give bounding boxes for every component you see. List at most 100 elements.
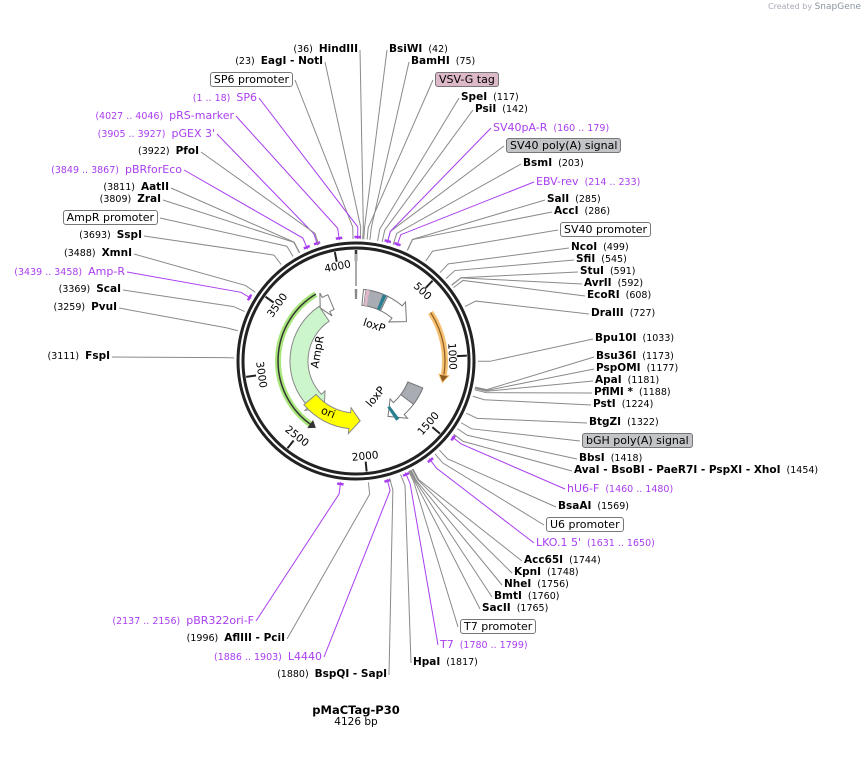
enzyme-site-eagi[interactable]: (23)EagI - NotI [229,55,323,68]
enzyme-site-spei[interactable]: SpeI(117) [461,91,525,104]
enzyme-site-avrii[interactable]: AvrII(592) [584,277,649,290]
feature-u6[interactable]: U6 promoter [546,517,624,532]
label-location: (3439 .. 3458) [14,267,83,278]
primer-pbr322orif[interactable]: (2137 .. 2156)pBR322ori-F [106,614,254,628]
tick-label: 1500 [415,410,442,438]
enzyme-site-ecori[interactable]: EcoRI(608) [587,289,657,302]
primer-ampr[interactable]: (3439 .. 3458) Amp-R [8,265,125,279]
feature-vsvg[interactable]: VSV-G tag [435,72,499,87]
feature-bgh[interactable]: bGH poly(A) signal [582,433,693,448]
loxp-bottom-segment [400,381,424,406]
enzyme-site-avai[interactable]: AvaI - BsoBI - PaeR7I - PspXI - XhoI(145… [574,464,824,477]
label-location: (3111) [47,351,80,362]
enzyme-site-afliii[interactable]: (1996)AflIII - PciI [181,632,285,645]
label-name: SalI [547,193,570,205]
primer-l4440[interactable]: (1886 .. 1903)L4440 [208,650,322,664]
enzyme-site-bsiwi[interactable]: BsiWI(42) [389,43,454,56]
enzyme-site-xmni[interactable]: (3488)XmnI [58,247,132,260]
enzyme-site-btgzi[interactable]: BtgZI(1322) [589,416,665,429]
label-location: (727) [629,308,656,319]
enzyme-site-pflmi[interactable]: PflMI *(1188) [594,386,677,399]
primer-ebvrev[interactable]: EBV-rev(214 .. 233) [536,175,646,189]
enzyme-site-stui[interactable]: StuI(591) [580,265,642,278]
ring-inner-line [241,246,471,476]
tick-mark [424,279,434,289]
primer-pgex[interactable]: (3905 .. 3927)pGEX 3' [92,127,215,141]
label-name: HpaI [413,656,441,668]
label-name: ScaI [96,283,121,295]
enzyme-site-apai[interactable]: ApaI(1181) [595,374,665,387]
primer-hu6f[interactable]: hU6-F(1460 .. 1480) [567,482,679,496]
primer-lko1[interactable]: LKO.1 5'(1631 .. 1650) [536,536,661,550]
enzyme-site-ncoi[interactable]: NcoI(499) [571,241,635,254]
feature-sp6[interactable]: SP6 promoter [209,72,293,87]
label-name: pRS-marker [169,109,234,122]
feature-t7[interactable]: T7 promoter [460,619,537,634]
label-name: SV40 poly(A) signal [506,138,622,153]
label-location: (499) [603,242,629,253]
primer-sv40par[interactable]: SV40pA-R(160 .. 179) [493,121,615,135]
enzyme-site-acci[interactable]: AccI(286) [554,205,616,218]
leader-line [453,433,573,472]
loxp-bottom-band [387,405,400,421]
primer-site-mark [313,241,321,246]
enzyme-site-bpu10i[interactable]: Bpu10I(1033) [595,332,680,345]
enzyme-site-bsmi[interactable]: BsmI(203) [523,157,590,170]
label-location: (3922) [138,146,170,157]
enzyme-site-scai[interactable]: (3369)ScaI [53,283,121,296]
label-location: (3905 .. 3927) [97,129,166,140]
ampr-label: AmpR [308,334,327,369]
enzyme-site-bsu36i[interactable]: Bsu36I(1173) [596,350,680,363]
enzyme-site-kpni[interactable]: KpnI(1748) [514,566,585,579]
label-name: PspOMI [596,362,641,374]
leader-line [451,271,579,286]
leader-line [388,478,394,676]
enzyme-site-psii[interactable]: PsiI(142) [475,103,534,116]
feature-sv40[interactable]: SV40 promoter [560,222,652,237]
label-name: BtgZI [589,416,622,428]
enzyme-site-bamhi[interactable]: BamHI(75) [411,55,481,68]
enzyme-site-bbsi[interactable]: BbsI(1418) [579,452,648,465]
enzyme-site-draiii[interactable]: DraIII(727) [591,307,661,320]
label-location: (1033) [642,333,675,344]
primer-prsmarker[interactable]: (4027 .. 4046)pRS-marker [89,109,234,123]
leader-line [457,428,578,460]
leader-line [386,127,492,244]
enzyme-site-nhei[interactable]: NheI(1756) [504,578,575,591]
leader-line [408,470,459,628]
loxp-top-band [376,294,387,311]
enzyme-site-fspi[interactable]: (3111)FspI [42,350,110,363]
primer-pbrforeco[interactable]: (3849 .. 3867)pBRforEco [45,163,182,177]
enzyme-site-hindiii[interactable]: (36)HindIII [287,43,358,56]
enzyme-site-zrai[interactable]: (3809)ZraI [94,193,161,206]
enzyme-site-pvui[interactable]: (3259)PvuI [47,301,117,314]
enzyme-site-sacii[interactable]: SacII(1765) [482,602,554,615]
primer-site-mark [450,434,457,442]
enzyme-site-hpai[interactable]: HpaI(1817) [413,656,484,669]
enzyme-site-acc65i[interactable]: Acc65I(1744) [524,554,607,567]
feature-ampr[interactable]: AmpR promoter [62,210,158,225]
snapgene-credit: Created by SnapGene [768,2,861,12]
label-name: Amp-R [88,265,125,278]
enzyme-site-psti[interactable]: PstI(1224) [593,398,659,411]
leader-line [409,470,481,610]
enzyme-site-pspomi[interactable]: PspOMI(1177) [596,362,684,375]
feature-sv40[interactable]: SV40 poly(A) signal [506,138,622,153]
enzyme-site-pfoi[interactable]: (3922)PfoI [132,145,199,158]
leader-line [392,163,522,245]
leader-line [381,109,474,242]
enzyme-site-aatii[interactable]: (3811)AatII [97,181,169,194]
enzyme-site-bsaai[interactable]: BsaAI(1569) [558,500,635,513]
label-name: AflIII - PciI [224,632,285,644]
leader-line [366,79,434,240]
enzyme-site-bspqi[interactable]: (1880)BspQI - SapI [271,668,387,681]
primer-t7[interactable]: T7(1780 .. 1799) [440,638,534,652]
leader-line [472,395,592,406]
enzyme-site-sfii[interactable]: SfiI(545) [576,253,633,266]
label-name: SV40 promoter [560,222,652,237]
enzyme-site-sali[interactable]: SalI(285) [547,193,607,206]
primer-sp6[interactable]: (1 .. 18)SP6 [187,91,257,105]
enzyme-site-bmti[interactable]: BmtI(1760) [494,590,565,603]
enzyme-site-sspi[interactable]: (3693)SspI [73,229,142,242]
label-name: ZraI [137,193,161,205]
